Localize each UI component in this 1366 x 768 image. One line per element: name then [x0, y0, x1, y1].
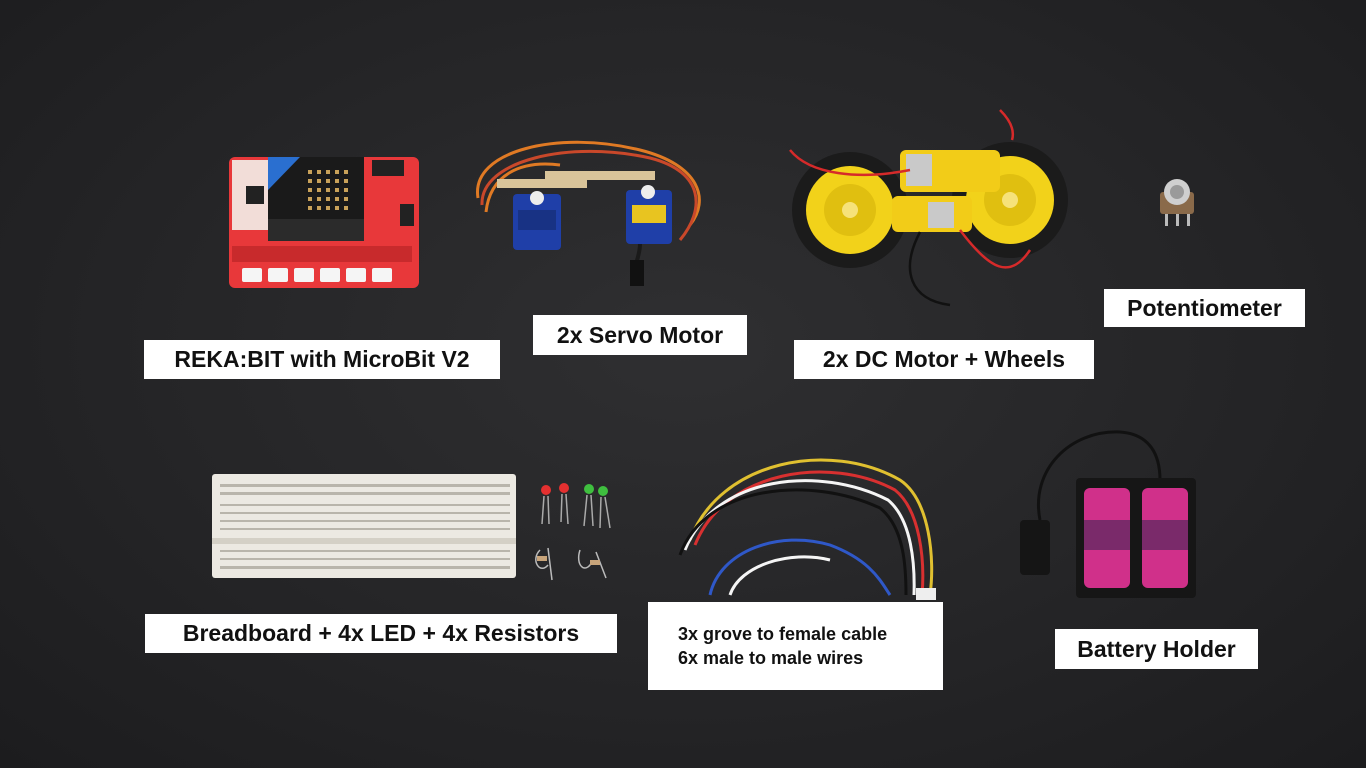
label-dc-motor-wheels: 2x DC Motor + Wheels [794, 340, 1094, 379]
grove-connectors [242, 268, 392, 282]
potentiometer-part [1160, 179, 1194, 226]
label-servo-motor: 2x Servo Motor [533, 315, 747, 355]
label-potentiometer: Potentiometer [1104, 289, 1305, 327]
dc-motors-wheels [789, 109, 1068, 307]
label-battery-holder: Battery Holder [1055, 629, 1258, 669]
cables-part [678, 458, 936, 600]
rekabit-board [229, 157, 419, 288]
label-cables-line1: 3x grove to female cable [678, 624, 888, 644]
breadboard-holes [220, 484, 510, 569]
label-cables: 3x grove to female cable 6x male to male… [648, 602, 943, 690]
label-cables-line2: 6x male to male wires [678, 648, 864, 668]
label-rekabit: REKA:BIT with MicroBit V2 [144, 340, 500, 379]
servo-motors [476, 140, 701, 286]
label-breadboard: Breadboard + 4x LED + 4x Resistors [145, 614, 617, 653]
microbit-led-matrix [308, 170, 348, 210]
breadboard-part [212, 474, 516, 578]
battery-holder-part [1020, 430, 1196, 598]
leds-resistors [535, 483, 611, 581]
